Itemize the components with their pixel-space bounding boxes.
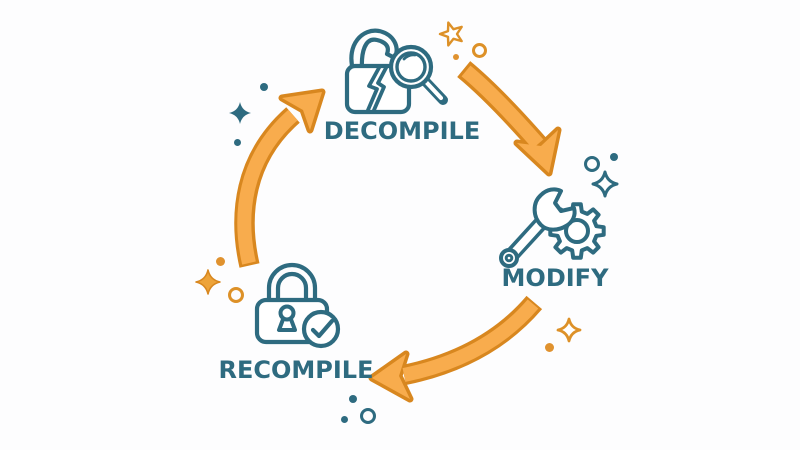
arrow-decompile-to-modify-icon bbox=[457, 61, 562, 177]
step-label-decompile: DECOMPILE bbox=[323, 117, 481, 145]
arrow-modify-to-recompile-icon bbox=[368, 295, 543, 403]
sparkle-icon bbox=[229, 102, 251, 124]
star-icon bbox=[438, 21, 463, 47]
dot bbox=[453, 54, 459, 60]
step-label-recompile: RECOMPILE bbox=[218, 356, 374, 384]
dot bbox=[234, 139, 241, 146]
step-label-modify: MODIFY bbox=[501, 264, 609, 292]
ring-dot bbox=[584, 156, 600, 172]
dot bbox=[341, 416, 348, 423]
sparkle-icon bbox=[591, 170, 619, 198]
dot bbox=[545, 343, 554, 352]
dot bbox=[260, 83, 268, 91]
broken-lock-magnifier-icon bbox=[344, 28, 448, 115]
arrow-recompile-to-decompile-icon bbox=[234, 88, 326, 268]
wrench-gear-icon bbox=[499, 187, 606, 268]
ring-dot bbox=[228, 287, 244, 303]
ring-dot bbox=[472, 43, 487, 58]
dot bbox=[349, 395, 357, 403]
lock-check-icon bbox=[254, 262, 341, 349]
ring-dot bbox=[360, 408, 376, 424]
dot bbox=[610, 153, 618, 161]
dot bbox=[216, 257, 225, 266]
sparkle-icon bbox=[556, 317, 582, 343]
sparkle-icon bbox=[195, 269, 221, 295]
